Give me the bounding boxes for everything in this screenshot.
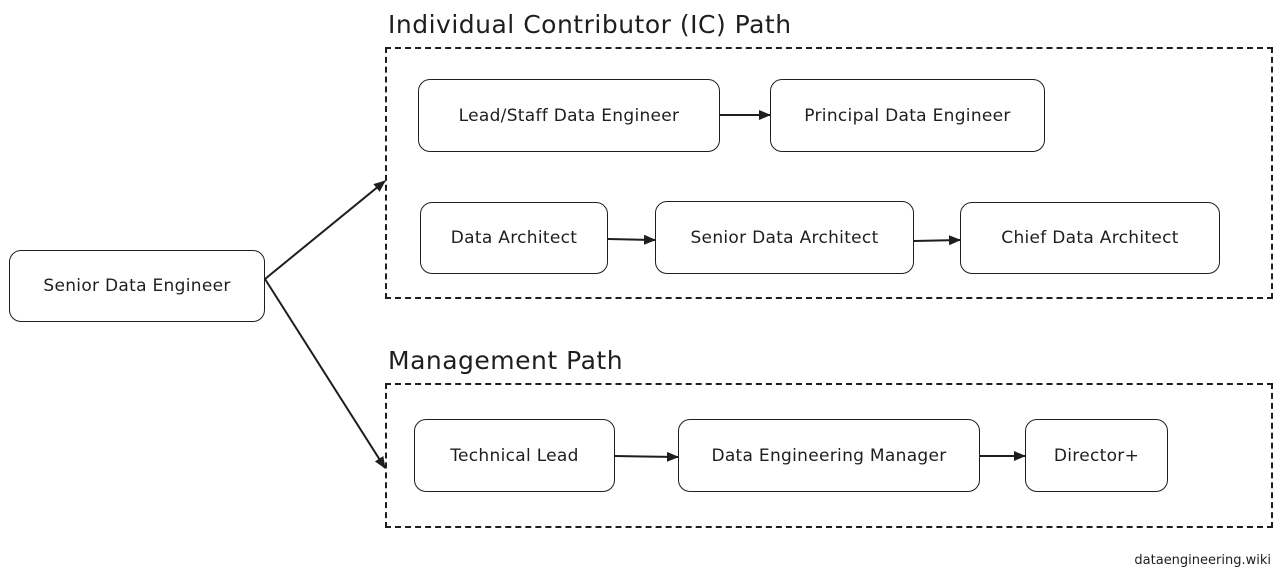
node-senior-data-architect[interactable]: Senior Data Architect (655, 201, 914, 274)
watermark-label: dataengineering.wiki (1134, 553, 1271, 568)
management-path-group (385, 383, 1273, 528)
node-data-engineering-manager[interactable]: Data Engineering Manager (678, 419, 980, 492)
node-director-plus[interactable]: Director+ (1025, 419, 1168, 492)
arrow-architect-to-senior-architect (607, 234, 656, 245)
ic-path-title: Individual Contributor (IC) Path (388, 10, 792, 39)
node-chief-data-architect[interactable]: Chief Data Architect (960, 202, 1220, 274)
arrow-tech-lead-to-manager (614, 451, 679, 462)
arrow-senior-to-management-path (264, 278, 386, 469)
ic-path-group (385, 47, 1273, 299)
node-principal-data-engineer[interactable]: Principal Data Engineer (770, 79, 1045, 152)
node-senior-data-engineer[interactable]: Senior Data Engineer (9, 250, 265, 322)
node-technical-lead[interactable]: Technical Lead (414, 419, 615, 492)
management-path-title: Management Path (388, 346, 624, 375)
arrow-senior-to-ic-path (264, 180, 386, 280)
arrow-senior-architect-to-chief-architect (913, 235, 961, 246)
node-lead-staff-data-engineer[interactable]: Lead/Staff Data Engineer (418, 79, 720, 152)
node-data-architect[interactable]: Data Architect (420, 202, 608, 274)
